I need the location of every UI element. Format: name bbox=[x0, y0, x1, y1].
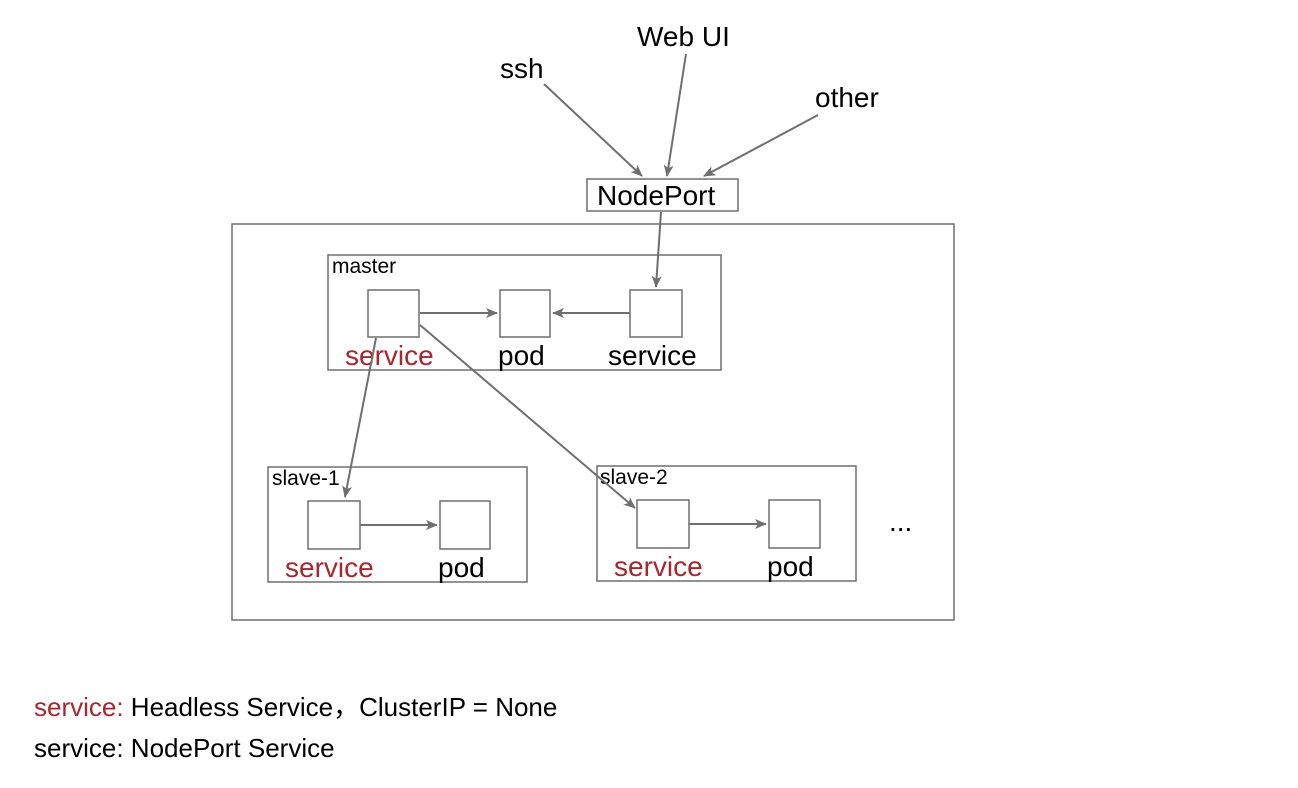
legend-nodeport: service: NodePort Service bbox=[34, 733, 335, 763]
slave1-pod-label: pod bbox=[438, 552, 485, 583]
master-headless-service-node bbox=[367, 289, 420, 338]
more-slaves-ellipsis: ... bbox=[889, 506, 912, 537]
slave1-headless-service-label: service bbox=[285, 552, 374, 583]
master-service-label: service bbox=[608, 340, 697, 371]
legend-headless-description: Headless Service，ClusterIP = None bbox=[123, 692, 558, 722]
other-label: other bbox=[815, 82, 879, 113]
ssh-label: ssh bbox=[500, 53, 544, 84]
arrow-webui-to-nodeport bbox=[663, 53, 687, 177]
slave1-pod-node bbox=[439, 500, 491, 550]
slave2-title: slave-2 bbox=[600, 466, 668, 489]
arrow-nodeport-to-master-service bbox=[651, 211, 662, 288]
nodeport-label: NodePort bbox=[597, 180, 716, 211]
master-title: master bbox=[332, 255, 396, 278]
arrow-master-headless-to-slave2 bbox=[419, 324, 636, 509]
slave1-headless-service-node bbox=[307, 500, 361, 550]
slave2-pod-node bbox=[768, 499, 821, 549]
master-nodeport-service-node bbox=[629, 289, 683, 338]
master-pod-label: pod bbox=[498, 340, 545, 371]
arrow-other-to-nodeport bbox=[703, 114, 819, 177]
master-headless-service-label: service bbox=[345, 340, 434, 371]
slave2-pod-label: pod bbox=[767, 551, 814, 582]
slave1-title: slave-1 bbox=[272, 467, 340, 490]
webui-label: Web UI bbox=[637, 21, 730, 52]
legend-headless: service: Headless Service，ClusterIP = No… bbox=[34, 692, 557, 722]
slave2-headless-service-label: service bbox=[614, 551, 703, 582]
legend-headless-term: service: bbox=[34, 692, 124, 722]
slave2-headless-service-node bbox=[636, 499, 690, 549]
arrow-ssh-to-nodeport bbox=[543, 83, 643, 177]
nodeport-box bbox=[586, 178, 739, 212]
arrow-master-headless-to-slave1 bbox=[342, 337, 377, 498]
master-pod-node bbox=[499, 289, 551, 338]
